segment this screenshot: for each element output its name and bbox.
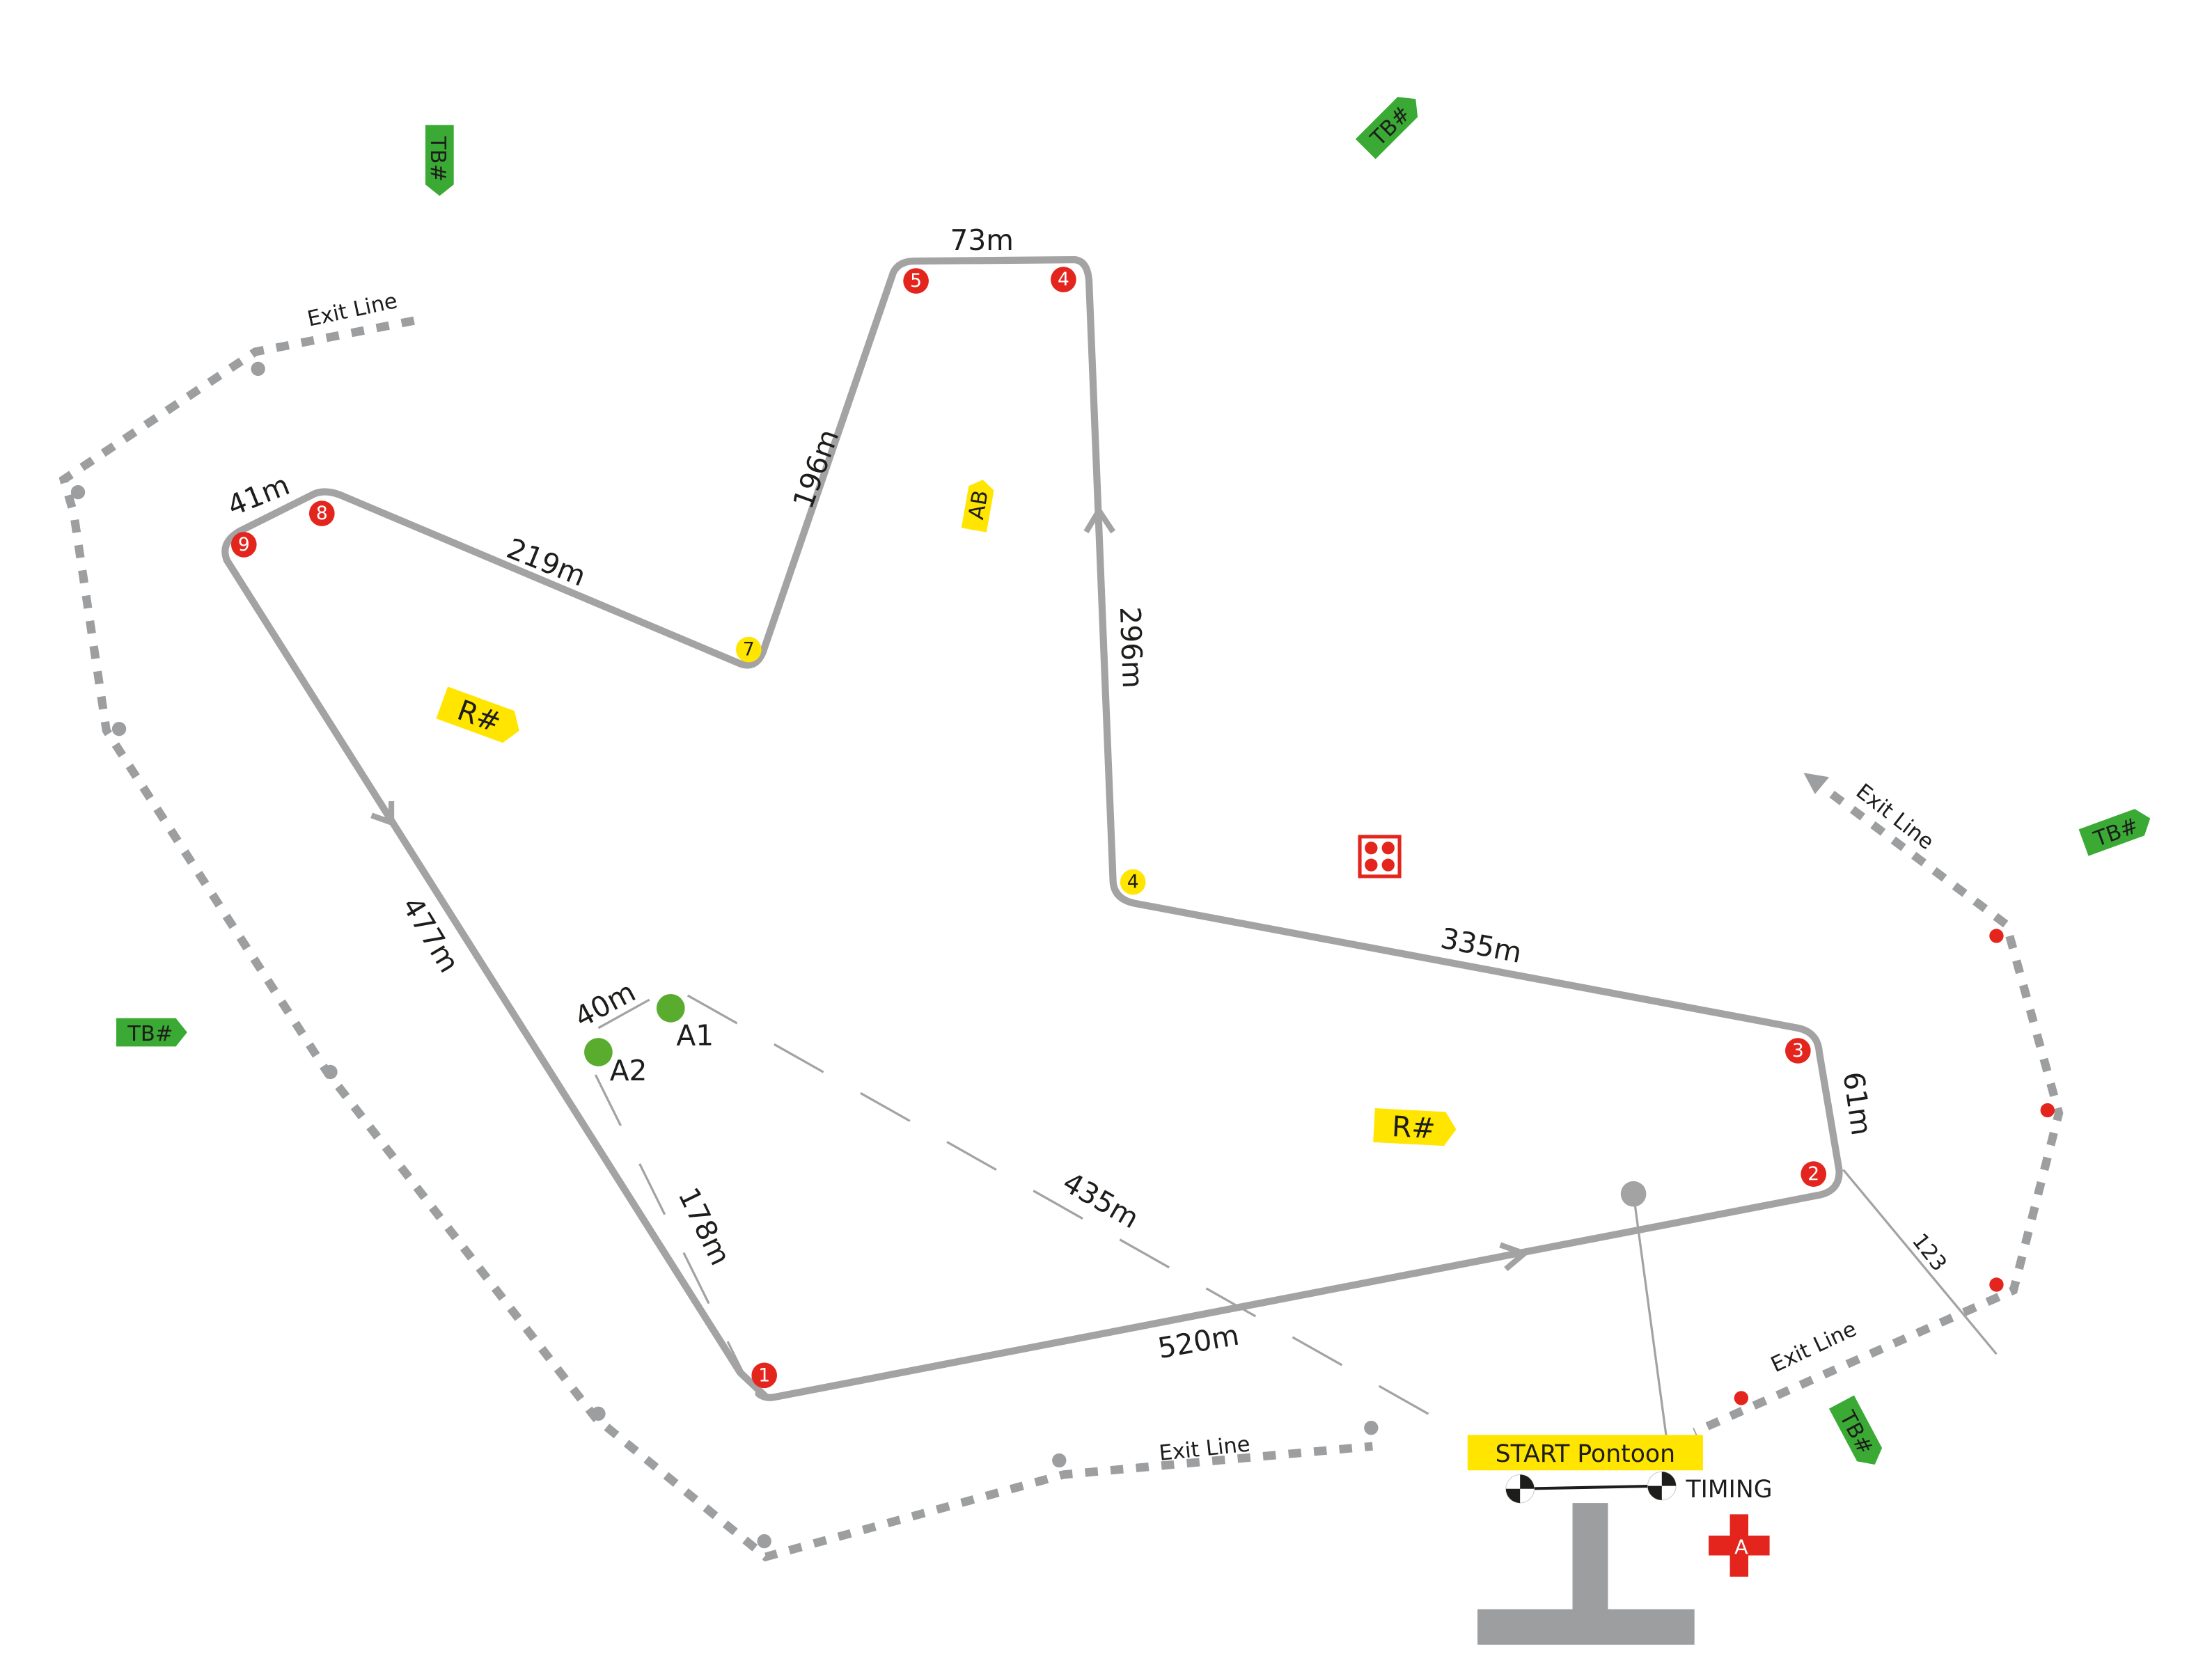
buoy-8: 8	[308, 500, 335, 526]
distance-line-178	[594, 1074, 746, 1376]
buoy-4-yellow: 4	[1120, 869, 1146, 895]
anchor-a2	[584, 1038, 613, 1066]
exit-line-markers	[70, 361, 1379, 1549]
jetty	[1477, 1503, 1695, 1645]
svg-text:AB: AB	[964, 489, 994, 521]
arrow-icon	[1499, 1242, 1530, 1272]
svg-text:8: 8	[316, 503, 328, 524]
svg-text:TB#: TB#	[425, 136, 450, 182]
timing-label: TIMING	[1685, 1476, 1772, 1504]
buoy-1: 1	[751, 1362, 778, 1389]
leg-label: 520m	[1155, 1318, 1241, 1366]
svg-text:5: 5	[910, 270, 922, 292]
leg-label: 477m	[395, 891, 466, 978]
svg-text:9: 9	[238, 534, 250, 555]
buoy-4: 4	[1051, 267, 1076, 292]
timing-line	[1505, 1471, 1677, 1504]
leg-label: 123	[1907, 1229, 1951, 1276]
boat-ab: AB	[961, 480, 994, 533]
pontoon-line	[1632, 1193, 1668, 1435]
buoy-5: 5	[903, 268, 929, 294]
distance-line-435	[687, 994, 1461, 1433]
leg-label: 196m	[786, 425, 845, 513]
anchor-a1	[656, 993, 685, 1023]
grey-marker	[1620, 1181, 1647, 1207]
arrow-icon	[370, 801, 395, 827]
boat-r: R#	[436, 686, 519, 743]
buoy-2: 2	[1801, 1161, 1827, 1187]
leg-label: 178m	[671, 1182, 737, 1270]
anchor-a2-label: A2	[610, 1054, 648, 1087]
svg-text:TB#: TB#	[2090, 814, 2142, 853]
start-pontoon-label: START Pontoon	[1496, 1440, 1675, 1468]
exit-line-left	[58, 316, 1373, 1562]
exit-line-red-markers	[1734, 929, 2055, 1405]
arrow-icon	[1083, 505, 1116, 534]
boat-tb: TB#	[425, 125, 454, 196]
start-pontoon	[1467, 1435, 1703, 1471]
course-path	[221, 255, 1843, 1401]
exit-line-label: Exit Line	[1158, 1432, 1251, 1466]
boat-tb: TB#	[1828, 1395, 1883, 1465]
svg-text:3: 3	[1792, 1040, 1804, 1062]
svg-text:R#: R#	[1391, 1110, 1436, 1145]
leg-label: 435m	[1057, 1165, 1145, 1235]
svg-text:4: 4	[1058, 269, 1069, 290]
leg-label: 41m	[223, 468, 295, 523]
svg-text:TB#: TB#	[127, 1022, 173, 1046]
exit-line-label: Exit Line	[1767, 1317, 1860, 1378]
buoy-7: 7	[735, 636, 762, 663]
boat-tb: TB#	[116, 1018, 187, 1047]
distance-line-123	[1842, 1169, 1998, 1355]
svg-text:1: 1	[758, 1364, 770, 1386]
boat-r: R#	[1373, 1108, 1457, 1146]
svg-text:4: 4	[1127, 872, 1139, 893]
svg-text:A: A	[1734, 1536, 1748, 1559]
leg-label: 61m	[1837, 1070, 1878, 1137]
first-aid-icon: A	[1709, 1514, 1770, 1577]
boat-tb: TB#	[2078, 809, 2151, 856]
svg-text:7: 7	[743, 639, 755, 661]
exit-line-right	[1693, 790, 2064, 1436]
svg-text:2: 2	[1807, 1163, 1819, 1185]
leg-label: 73m	[950, 223, 1013, 257]
exit-arrow-icon	[1803, 773, 1830, 794]
boat-tb: TB#	[1355, 97, 1418, 159]
red-mark-icon	[1358, 835, 1402, 878]
buoy-3: 3	[1785, 1038, 1811, 1064]
buoy-9: 9	[230, 532, 257, 558]
distance-line-40	[597, 998, 650, 1030]
leg-label: 296m	[1113, 606, 1150, 689]
direction-arrows	[370, 505, 1530, 1272]
anchor-a1-label: A1	[676, 1018, 714, 1052]
